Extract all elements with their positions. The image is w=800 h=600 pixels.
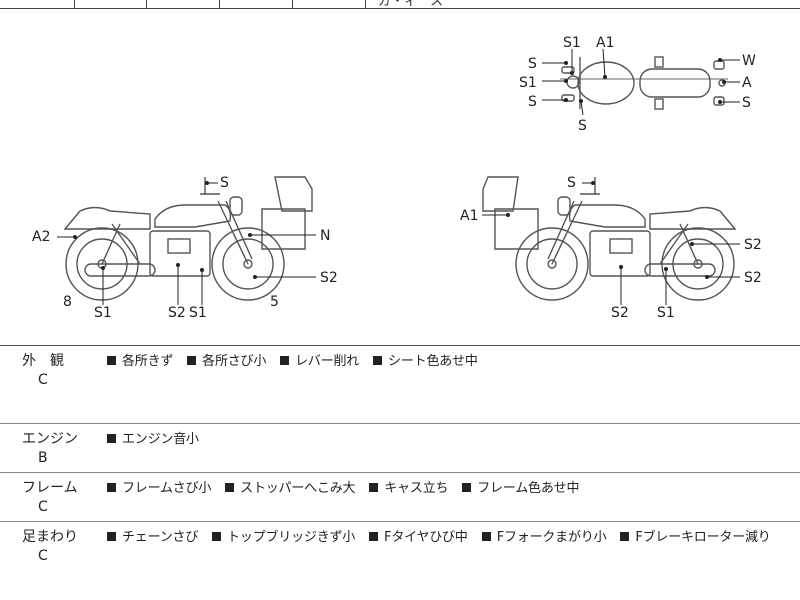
section-grade: C — [38, 499, 48, 515]
section-grade: C — [38, 372, 48, 388]
condition-item: 各所さび小 — [187, 354, 266, 369]
right-view-motorcycle — [482, 176, 737, 301]
condition-item: Fフォークまがり小 — [481, 530, 607, 545]
left-label-8: 8 — [63, 294, 72, 310]
section-frame: フレーム C フレームさび小 ストッパーへこみ大 キャス立ち フレーム色あせ中 — [0, 473, 800, 522]
left-label-a2: A2 — [32, 229, 50, 245]
section-category: 足まわり — [22, 529, 78, 545]
right-view-leaders — [482, 181, 740, 305]
top-label-s1-top: S1 — [563, 35, 581, 51]
condition-item: トップブリッジきず小 — [212, 530, 355, 545]
left-view-motorcycle — [63, 176, 313, 301]
section-category: フレーム — [22, 480, 78, 496]
section-category: 外 観 — [22, 353, 64, 369]
condition-item: ストッパーへこみ大 — [225, 481, 356, 496]
condition-item: キャス立ち — [369, 481, 449, 496]
top-view-motorcycle — [560, 56, 728, 110]
condition-item: Fブレーキローター減り — [620, 530, 771, 545]
top-label-w: W — [742, 53, 756, 69]
condition-item: フレームさび小 — [107, 481, 211, 496]
right-label-s2-lower: S2 — [744, 270, 762, 286]
section-items: フレームさび小 ストッパーへこみ大 キャス立ち フレーム色あせ中 — [107, 477, 589, 496]
condition-item: フレーム色あせ中 — [462, 481, 579, 496]
condition-item: 各所きず — [107, 354, 173, 369]
top-label-s1-left: S1 — [519, 75, 537, 91]
top-strip — [0, 0, 800, 9]
left-label-5: 5 — [270, 294, 279, 310]
condition-item: レバー削れ — [280, 354, 359, 369]
top-view-leaders — [542, 48, 740, 116]
section-exterior: 外 観 C 各所きず 各所さび小 レバー削れ シート色あせ中 — [0, 346, 800, 424]
top-label-a: A — [742, 75, 752, 91]
section-category: エンジン — [22, 431, 78, 447]
left-label-n: N — [320, 228, 330, 244]
left-label-s2-b: S2 — [168, 305, 186, 321]
damage-diagram: S1 A1 S S1 S S W A S — [0, 9, 800, 346]
condition-item: シート色あせ中 — [373, 354, 478, 369]
condition-item: チェーンさび — [107, 530, 198, 545]
section-items: チェーンさび トップブリッジきず小 Fタイヤひび中 Fフォークまがり小 Fブレー… — [107, 526, 781, 545]
top-label-s-right: S — [742, 95, 751, 111]
left-label-s1-b: S1 — [189, 305, 207, 321]
section-engine: エンジン B エンジン音小 — [0, 424, 800, 473]
section-items: 各所きず 各所さび小 レバー削れ シート色あせ中 — [107, 350, 488, 369]
top-label-s-upper: S — [528, 56, 537, 72]
right-label-s: S — [567, 175, 576, 191]
section-suspension: 足まわり C チェーンさび トップブリッジきず小 Fタイヤひび中 Fフォークまが… — [0, 522, 800, 599]
top-label-a1: A1 — [596, 35, 614, 51]
right-label-a1: A1 — [460, 208, 478, 224]
right-label-s2-upper: S2 — [744, 237, 762, 253]
condition-item: エンジン音小 — [107, 432, 199, 447]
condition-item: Fタイヤひび中 — [369, 530, 468, 545]
section-grade: B — [38, 450, 48, 466]
top-label-s-bottom: S — [578, 118, 587, 134]
right-label-s1-bottom: S1 — [657, 305, 675, 321]
section-grade: C — [38, 548, 48, 564]
top-strip-partial-text: ガ・ィ ス — [378, 0, 444, 9]
left-view-leaders — [57, 181, 316, 305]
section-items: エンジン音小 — [107, 428, 209, 447]
top-label-s-lower: S — [528, 94, 537, 110]
left-label-s1-a: S1 — [94, 305, 112, 321]
left-label-s2-right: S2 — [320, 270, 338, 286]
right-label-s2-bottom: S2 — [611, 305, 629, 321]
left-label-s: S — [220, 175, 229, 191]
